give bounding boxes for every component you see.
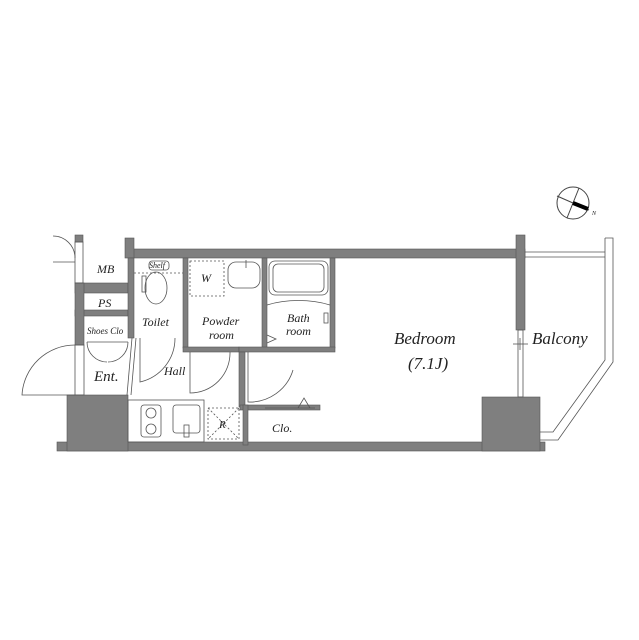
label-bedroom-size: (7.1J) bbox=[408, 354, 448, 373]
label-closet: Clo. bbox=[272, 421, 292, 435]
label-bath-room-2: room bbox=[286, 324, 311, 338]
label-shoes-closet: Shoes Clo bbox=[87, 326, 124, 336]
label-washer: W bbox=[201, 271, 212, 285]
label-ps: PS bbox=[97, 296, 111, 310]
label-bath-room-1: Bath bbox=[287, 311, 310, 325]
walls bbox=[56, 234, 546, 452]
label-powder-room-2: room bbox=[209, 328, 234, 342]
label-bedroom: Bedroom bbox=[394, 329, 456, 348]
label-balcony: Balcony bbox=[532, 329, 588, 348]
thin-lines bbox=[21, 235, 614, 443]
compass-icon: N bbox=[556, 186, 597, 220]
room-labels: MB PS Shoes Clo Ent. Shelf Toilet W Powd… bbox=[87, 261, 588, 435]
label-toilet: Toilet bbox=[142, 315, 170, 329]
label-refrigerator: R bbox=[218, 419, 226, 431]
label-powder-room-1: Powder bbox=[201, 314, 240, 328]
label-entrance: Ent. bbox=[93, 369, 119, 385]
compass-north-label: N bbox=[591, 211, 597, 217]
label-mb: MB bbox=[96, 262, 115, 276]
label-shelf: Shelf bbox=[149, 261, 167, 270]
label-hall: Hall bbox=[163, 364, 186, 378]
